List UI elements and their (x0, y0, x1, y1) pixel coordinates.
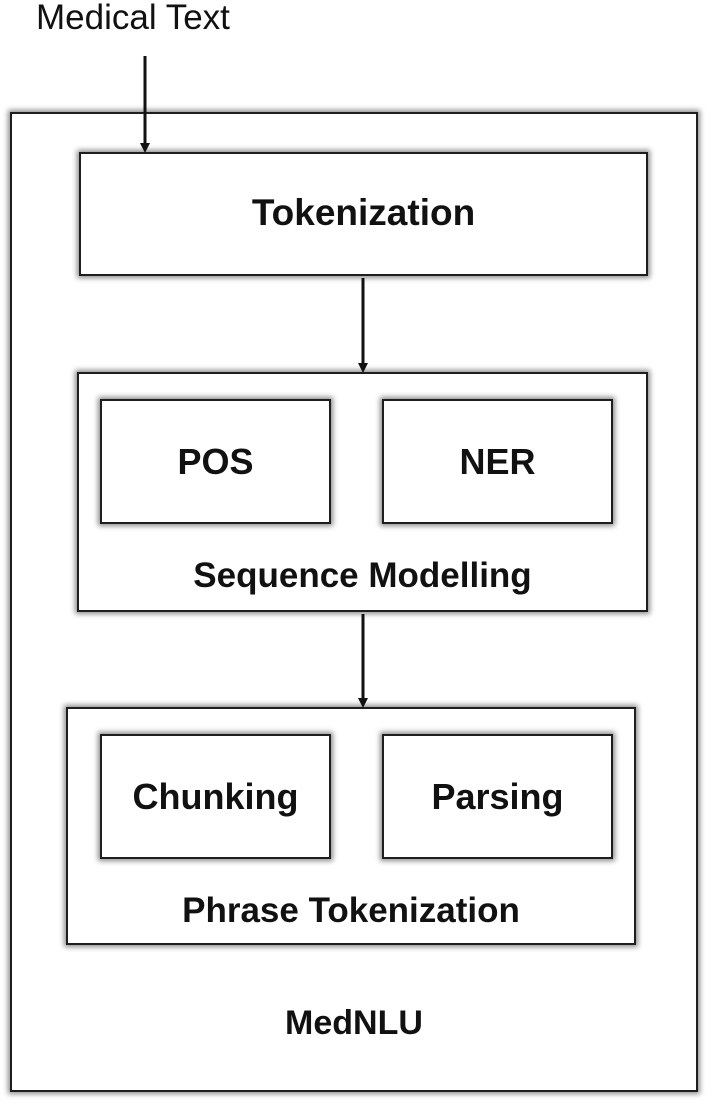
phrase-tokenization-title: Phrase Tokenization (182, 891, 520, 930)
tokenization-label: Tokenization (251, 192, 476, 233)
pos-box: POS (100, 399, 331, 524)
sequence-modelling-title: Sequence Modelling (193, 556, 532, 595)
parsing-box: Parsing (382, 734, 613, 859)
input-label: Medical Text (36, 0, 230, 37)
ner-label: NER (459, 441, 536, 482)
pos-label: POS (177, 441, 254, 482)
mednlu-title: MedNLU (285, 1004, 423, 1042)
chunking-box: Chunking (100, 734, 331, 859)
parsing-label: Parsing (431, 776, 564, 817)
tokenization-box: Tokenization (79, 152, 648, 276)
ner-box: NER (382, 399, 613, 524)
chunking-label: Chunking (132, 776, 299, 817)
